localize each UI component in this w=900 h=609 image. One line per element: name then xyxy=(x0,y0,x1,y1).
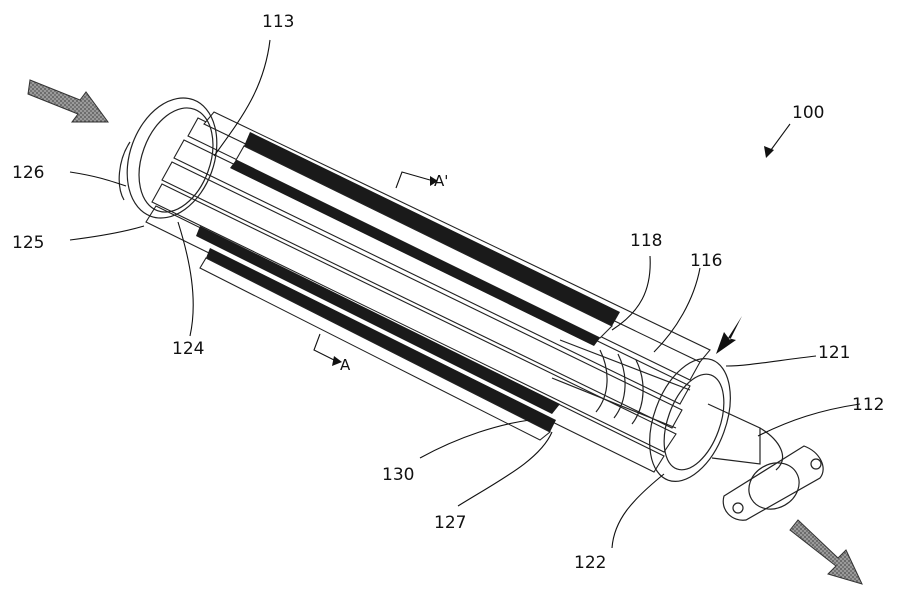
label-121: 121 xyxy=(818,343,850,363)
section-marker-bottom xyxy=(313,333,342,366)
label-112: 112 xyxy=(852,395,884,415)
inner-core xyxy=(551,339,691,429)
section-label-a: A xyxy=(340,356,351,374)
tube-bundle xyxy=(145,111,711,473)
assembly-indicator-arrow xyxy=(764,123,791,158)
label-118: 118 xyxy=(630,231,662,251)
inlet-end-cap xyxy=(118,97,218,219)
label-125: 125 xyxy=(12,233,44,253)
label-126: 126 xyxy=(12,163,44,183)
outlet-end-ring xyxy=(649,358,731,482)
fin-stack-lower xyxy=(196,226,560,441)
outlet-flange xyxy=(722,445,824,521)
label-113: 113 xyxy=(262,12,294,32)
section-marker-top xyxy=(395,171,438,189)
label-127: 127 xyxy=(434,513,466,533)
label-122: 122 xyxy=(574,553,606,573)
section-label-a-prime: A' xyxy=(434,172,448,190)
leader-lines xyxy=(69,39,861,549)
label-124: 124 xyxy=(172,339,204,359)
outlet-pipe xyxy=(707,403,783,471)
coolant-inlet-arrow xyxy=(716,316,742,354)
inlet-flow-arrow xyxy=(27,79,109,123)
fin-stack-upper xyxy=(230,132,620,346)
label-130: 130 xyxy=(382,465,414,485)
outlet-flow-arrow xyxy=(789,519,863,585)
label-116: 116 xyxy=(690,251,722,271)
label-100: 100 xyxy=(792,103,824,123)
